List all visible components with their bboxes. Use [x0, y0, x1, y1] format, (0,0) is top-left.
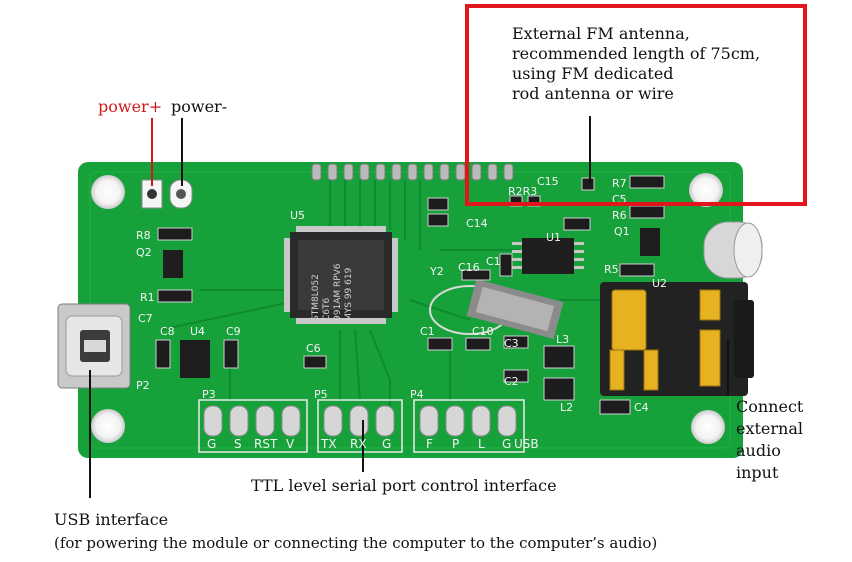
transistor-q2: [163, 250, 183, 278]
silk-c4: C4: [634, 401, 649, 414]
smd-parts: [155, 175, 665, 415]
antenna-line: recommended length of 75cm,: [512, 44, 761, 63]
regulator-u4: [180, 340, 210, 378]
silk-y2: Y2: [430, 265, 444, 278]
silk-p4: P4: [410, 388, 424, 401]
mcu-marking-line: STM8L052: [311, 274, 321, 321]
mcu-marking-line: 991AM RPV6: [333, 263, 343, 321]
audio-line: external: [736, 419, 803, 438]
silk-c7: C7: [138, 312, 153, 325]
antenna-callout-box: [465, 4, 807, 206]
audio-line: Connect: [736, 397, 804, 416]
silk-c6: C6: [306, 342, 321, 355]
mounting-hole: [691, 410, 725, 444]
silk-q1: Q1: [614, 225, 630, 238]
pin-label-usb: USB: [514, 437, 539, 451]
silk-r5: R5: [604, 263, 619, 276]
pin-label: RST: [254, 437, 278, 451]
silk-c8: C8: [160, 325, 175, 338]
silk-u4: U4: [190, 325, 206, 338]
silk-c3: C3: [504, 337, 519, 350]
audio-annotation: Connect external audio input: [736, 396, 803, 484]
pin-label: L: [478, 437, 485, 451]
silk-c9: C9: [226, 325, 241, 338]
mcu-marking: STM8L052 C6T6 991AM RPV6 MYS 99 619: [311, 237, 355, 321]
bottom-pads: [203, 405, 517, 437]
pin-label: TX: [321, 437, 337, 451]
pin-label: G: [382, 437, 392, 451]
pin-label: P: [452, 437, 460, 451]
silk-r7: R7: [612, 177, 627, 190]
fm-ic: [522, 238, 574, 274]
usb-annotation-title: USB interface: [54, 510, 169, 529]
antenna-line: rod antenna or wire: [512, 84, 674, 103]
pin-label: S: [234, 437, 242, 451]
silk-q2: Q2: [136, 246, 152, 259]
transistor-q1: [640, 228, 660, 256]
silk-c2: C2: [504, 375, 519, 388]
silk-r1: R1: [140, 291, 155, 304]
audio-line: audio: [736, 441, 781, 460]
silk-u5: U5: [290, 209, 306, 222]
silk-u1: U1: [546, 231, 562, 244]
pin-label: F: [426, 437, 433, 451]
silk-c10: C10: [472, 325, 494, 338]
silk-u2: U2: [652, 277, 668, 290]
silk-r6: R6: [612, 209, 627, 222]
mounting-hole: [91, 175, 125, 209]
mcu-marking-line: MYS 99 619: [344, 267, 354, 321]
pin-label: G: [207, 437, 217, 451]
pcb-board: [78, 162, 743, 458]
antenna-line: External FM antenna,: [512, 24, 690, 43]
silk-p3: P3: [202, 388, 216, 401]
mounting-hole: [689, 173, 723, 207]
pin-label: V: [286, 437, 295, 451]
silk-c16: C16: [458, 261, 480, 274]
silk-c1-lower: C1: [420, 325, 435, 338]
silk-l2: L2: [560, 401, 574, 414]
antenna-line: using FM dedicated: [512, 64, 674, 83]
pin-label: RX: [350, 437, 367, 451]
serial-annotation: TTL level serial port control interface: [251, 476, 557, 495]
power-minus-label: power-: [171, 97, 228, 116]
silk-c14: C14: [466, 217, 488, 230]
silk-r2r3: R2R3: [508, 185, 538, 198]
mounting-hole: [91, 409, 125, 443]
pin-label: G: [502, 437, 512, 451]
silk-p5: P5: [314, 388, 328, 401]
header-pins: [311, 163, 514, 181]
mcu-marking-line: C6T6: [322, 297, 332, 321]
silk-c15: C15: [537, 175, 559, 188]
silk-p2: P2: [136, 379, 150, 392]
silk-r8: R8: [136, 229, 151, 242]
silk-l3: L3: [556, 333, 570, 346]
antenna-annotation: External FM antenna, recommended length …: [512, 24, 760, 104]
power-plus-label: power+: [98, 97, 163, 116]
silk-c1: C1: [486, 255, 501, 268]
audio-line: input: [736, 463, 779, 482]
usb-annotation-note: (for powering the module or connecting t…: [54, 534, 658, 552]
